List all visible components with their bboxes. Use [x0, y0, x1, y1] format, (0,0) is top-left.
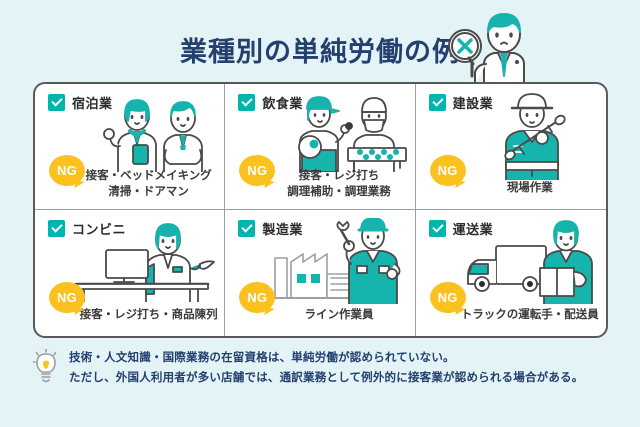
- cell-caption: 現場作業: [416, 180, 606, 197]
- hotel-staff-illustration: [100, 90, 220, 173]
- footer-note: 技術・人文知識・国際業務の在留資格は、単純労働が認められていない。 ただし、外国…: [32, 348, 613, 388]
- cell-header: 建設業: [428, 93, 494, 112]
- ng-badge-label: NG: [429, 282, 466, 313]
- industry-cell-lodging[interactable]: 宿泊業: [35, 84, 226, 210]
- cell-caption: ライン作業員: [225, 307, 414, 324]
- caption-line: 接客・レジ打ち・商品陳列: [79, 309, 218, 322]
- caption-line: 調理補助・調理業務: [287, 186, 391, 199]
- note-line-1: 技術・人文知識・国際業務の在留資格は、単純労働が認められていない。: [69, 352, 455, 364]
- caption-line: 現場作業: [506, 182, 553, 195]
- ng-badge-tail: [454, 307, 466, 317]
- industry-label: 運送業: [452, 222, 494, 237]
- ng-badge: NG: [429, 282, 466, 317]
- caption-line: ライン作業員: [304, 309, 374, 322]
- ng-badge-label: NG: [239, 282, 276, 313]
- page-title: 業種別の単純労働の例: [180, 37, 460, 67]
- lightbulb-icon: [32, 348, 59, 385]
- ng-badge: NG: [239, 155, 276, 190]
- cell-header: 運送業: [428, 219, 494, 238]
- ng-badge-label: NG: [429, 155, 466, 186]
- checkbox-icon: [48, 94, 65, 111]
- industry-label: 建設業: [452, 96, 494, 111]
- industry-label: 飲食業: [262, 96, 303, 111]
- ng-badge-label: NG: [49, 155, 85, 186]
- checkbox-icon: [428, 94, 446, 111]
- cell-caption: トラックの運転手・配送員: [416, 307, 606, 324]
- industry-cell-convenience-store[interactable]: コンビニ: [35, 210, 226, 336]
- delivery-driver-illustration: [452, 220, 602, 305]
- ng-badge-label: NG: [49, 282, 85, 313]
- ng-badge: NG: [49, 282, 85, 317]
- note-text: 技術・人文知識・国際業務の在留資格は、単純労働が認められていない。 ただし、外国…: [69, 348, 583, 388]
- checkbox-icon: [238, 220, 256, 237]
- checkbox-icon: [428, 220, 446, 237]
- cell-caption: 接客・レジ打ち・商品陳列: [35, 307, 224, 324]
- checkbox-icon: [238, 94, 256, 111]
- ng-badge: NG: [239, 282, 276, 317]
- ng-badge-label: NG: [239, 155, 276, 186]
- industry-label: 宿泊業: [72, 96, 113, 111]
- cell-header: 飲食業: [238, 93, 303, 112]
- cell-header: 製造業: [238, 219, 303, 238]
- cell-caption: 接客・ベッドメイキング 清掃・ドアマン: [35, 168, 224, 201]
- industry-cell-transportation[interactable]: 運送業: [416, 210, 606, 336]
- industry-cell-food-service[interactable]: 飲食業: [225, 84, 416, 210]
- checkbox-icon: [48, 220, 65, 237]
- cell-caption: 接客・レジ打ち 調理補助・調理業務: [225, 168, 414, 201]
- caption-line: 接客・ベッドメイキング: [85, 169, 212, 182]
- ng-badge-tail: [74, 180, 85, 190]
- industry-cell-construction[interactable]: 建設業: [415, 84, 606, 210]
- ng-badge-tail: [74, 307, 85, 317]
- cell-header: コンビニ: [48, 219, 126, 238]
- factory-worker-illustration: [261, 217, 411, 305]
- ng-badge: NG: [49, 155, 85, 190]
- inspector-character-illustration: [438, 2, 548, 85]
- industry-label: コンビニ: [72, 222, 127, 237]
- construction-worker-illustration: [490, 92, 580, 181]
- caption-line: 接客・レジ打ち: [298, 169, 380, 182]
- industry-cell-manufacturing[interactable]: 製造業: [225, 210, 416, 336]
- ng-badge: NG: [429, 155, 466, 190]
- ng-badge-tail: [454, 180, 466, 190]
- caption-line: トラックの運転手・配送員: [460, 309, 599, 322]
- restaurant-staff-illustration: [286, 90, 411, 173]
- cell-header: 宿泊業: [48, 93, 113, 112]
- note-line-2: ただし、外国人利用者が多い店舗では、通訳業務として例外的に接客業が認められる場合…: [69, 372, 584, 385]
- caption-line: 清掃・ドアマン: [108, 186, 189, 199]
- industry-grid: 宿泊業: [33, 82, 608, 338]
- industry-label: 製造業: [262, 222, 303, 237]
